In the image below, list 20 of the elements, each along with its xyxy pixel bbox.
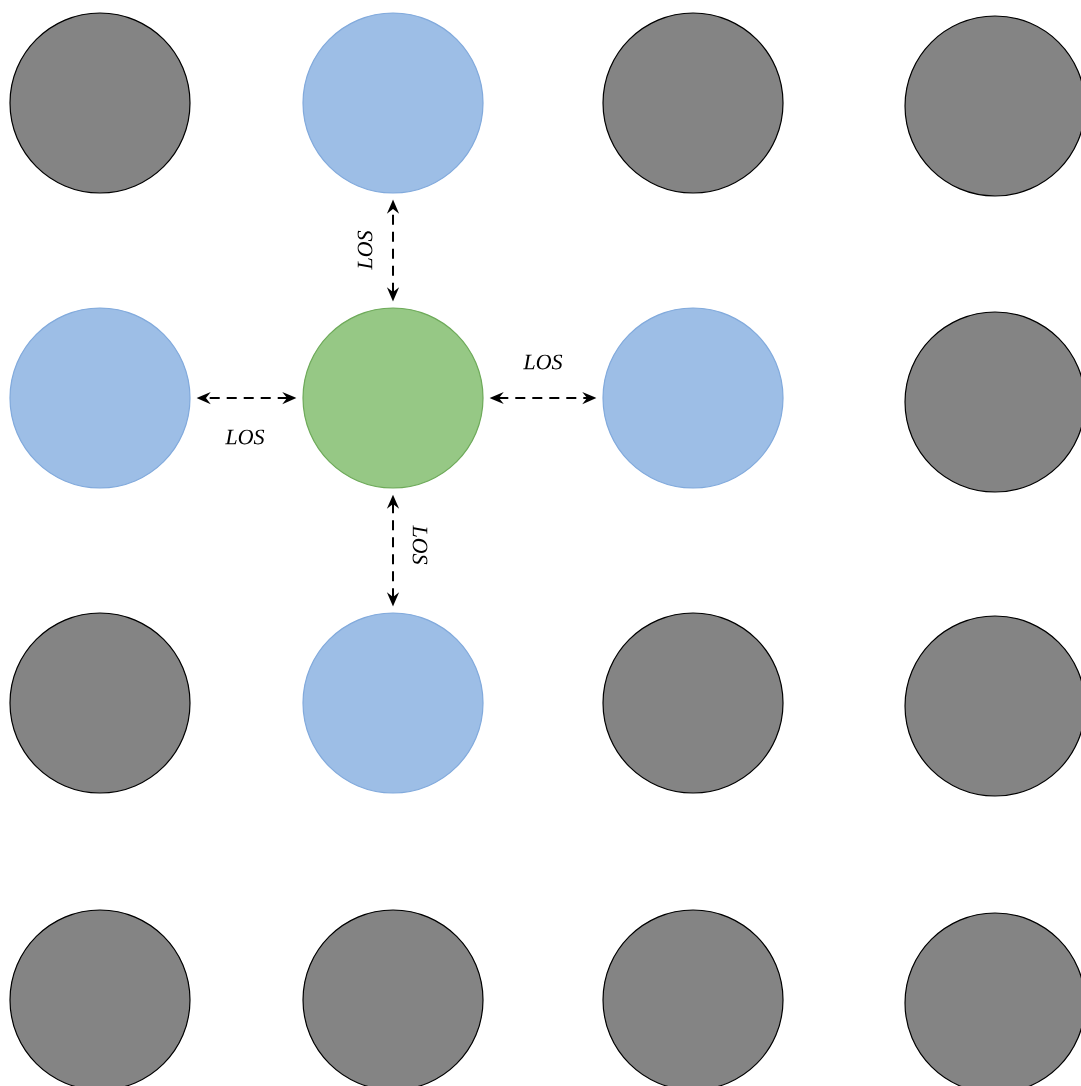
circle-node	[302, 612, 484, 794]
edge-label: LOS	[223, 427, 267, 447]
circle-node	[904, 15, 1081, 197]
circle-node	[602, 612, 784, 794]
circle-node	[602, 909, 784, 1086]
edge-label: LOS	[410, 523, 430, 567]
edge-label: LOS	[521, 352, 565, 372]
edge-label: LOS	[355, 228, 375, 272]
circle-node	[9, 307, 191, 489]
circle-node	[302, 307, 484, 489]
circle-node	[904, 311, 1081, 493]
circle-node	[9, 909, 191, 1086]
circle-node	[602, 307, 784, 489]
circle-node	[602, 12, 784, 194]
circle-node	[302, 909, 484, 1086]
circle-node	[904, 912, 1081, 1086]
circle-node	[9, 612, 191, 794]
circle-node	[302, 12, 484, 194]
circle-node	[904, 615, 1081, 797]
circle-node	[9, 12, 191, 194]
